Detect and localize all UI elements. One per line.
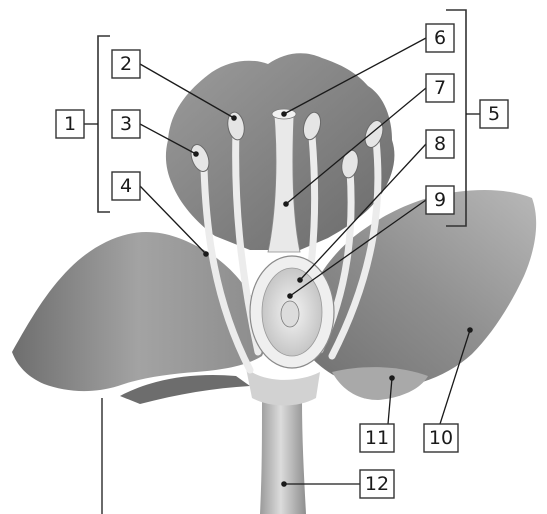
label-11: 11 xyxy=(360,424,394,452)
label-5-text: 5 xyxy=(488,103,500,125)
sepal-right xyxy=(332,367,428,400)
ovule xyxy=(281,301,299,327)
label-11-text: 11 xyxy=(365,427,389,449)
label-10-text: 10 xyxy=(429,427,453,449)
label-1-text: 1 xyxy=(64,113,76,135)
label-3: 3 xyxy=(112,110,140,138)
label-8: 8 xyxy=(426,130,454,158)
label-5: 5 xyxy=(480,100,508,128)
label-7-text: 7 xyxy=(434,77,446,99)
receptacle xyxy=(246,368,320,406)
label-4: 4 xyxy=(112,172,140,200)
label-4-text: 4 xyxy=(120,175,132,197)
label-9-text: 9 xyxy=(434,189,446,211)
label-6: 6 xyxy=(426,24,454,52)
label-12: 12 xyxy=(360,470,394,498)
label-3-text: 3 xyxy=(120,113,132,135)
label-1: 1 xyxy=(56,110,84,138)
label-12-text: 12 xyxy=(365,473,389,495)
bracket-left xyxy=(98,36,110,212)
label-9: 9 xyxy=(426,186,454,214)
stem xyxy=(260,400,306,514)
label-10: 10 xyxy=(424,424,458,452)
label-7: 7 xyxy=(426,74,454,102)
label-8-text: 8 xyxy=(434,133,446,155)
label-6-text: 6 xyxy=(434,27,446,49)
label-2-text: 2 xyxy=(120,53,132,75)
label-2: 2 xyxy=(112,50,140,78)
